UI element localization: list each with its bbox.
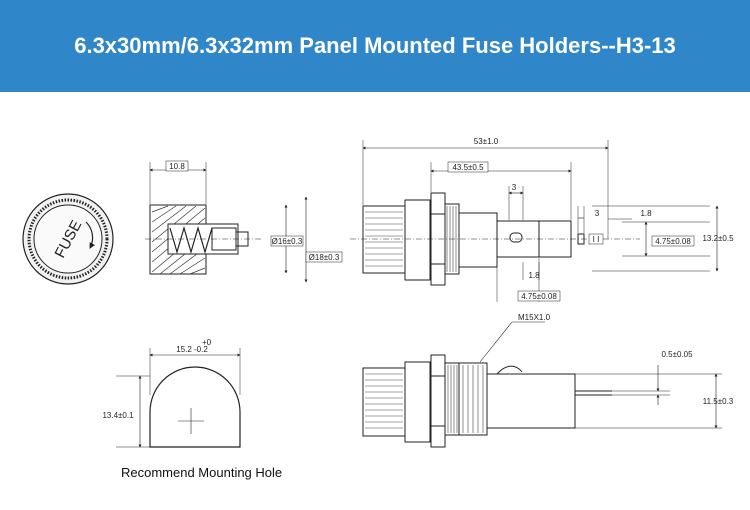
diameter-dimensions: Ø16±0.3 Ø18±0.3 <box>270 196 343 283</box>
technical-drawing: FUSE 10.8 Ø16±0.3 Ø18±0.3 <box>22 137 734 480</box>
dim-height-11-5: 11.5±0.3 <box>703 397 734 406</box>
dim-hole-height: 13.4±0.1 <box>102 411 134 420</box>
dim-3-right: 3 <box>595 209 600 218</box>
holder-installed-view: M15X1.0 0.5±0.05 11.5±0.3 <box>362 313 734 448</box>
mounting-hole-caption: Recommend Mounting Hole <box>121 465 282 480</box>
dim-dia-16: Ø16±0.3 <box>272 237 303 246</box>
dim-3-top: 3 <box>512 183 517 192</box>
mounting-hole-view: 15.2 +0 -0.2 13.4±0.1 <box>102 338 241 448</box>
dim-height-13-2: 13.2±0.5 <box>702 234 734 243</box>
cap-side-view: 10.8 <box>145 160 262 275</box>
dim-hole-tol-lower: -0.2 <box>194 345 208 354</box>
holder-side-view: 53±1.0 43.5±0.5 3 3 1.8 1.8 4.75±0.08 I … <box>350 137 734 302</box>
dim-cap-width: 10.8 <box>169 162 185 171</box>
dim-body-length: 43.5±0.5 <box>452 163 484 172</box>
page-title: 6.3x30mm/6.3x32mm Panel Mounted Fuse Hol… <box>74 33 676 58</box>
dim-term-0-5: 0.5±0.05 <box>661 350 693 359</box>
title-banner <box>0 0 750 92</box>
dim-term-4-75-right: 4.75±0.08 <box>655 237 691 246</box>
rotation-arrow-icon <box>85 221 95 249</box>
dim-thread: M15X1.0 <box>518 313 551 322</box>
cap-front-view: FUSE <box>22 193 114 285</box>
dim-hole-tol-upper: +0 <box>202 338 212 347</box>
dim-dia-18: Ø18±0.3 <box>309 253 340 262</box>
dim-1-8-top: 1.8 <box>640 209 652 218</box>
dim-hole-width: 15.2 <box>176 345 192 354</box>
dim-1-8-bottom: 1.8 <box>528 271 540 280</box>
dim-overall-length: 53±1.0 <box>474 137 499 146</box>
dim-term-4-75-bottom: 4.75±0.08 <box>521 292 557 301</box>
svg-text:I I: I I <box>593 235 600 244</box>
